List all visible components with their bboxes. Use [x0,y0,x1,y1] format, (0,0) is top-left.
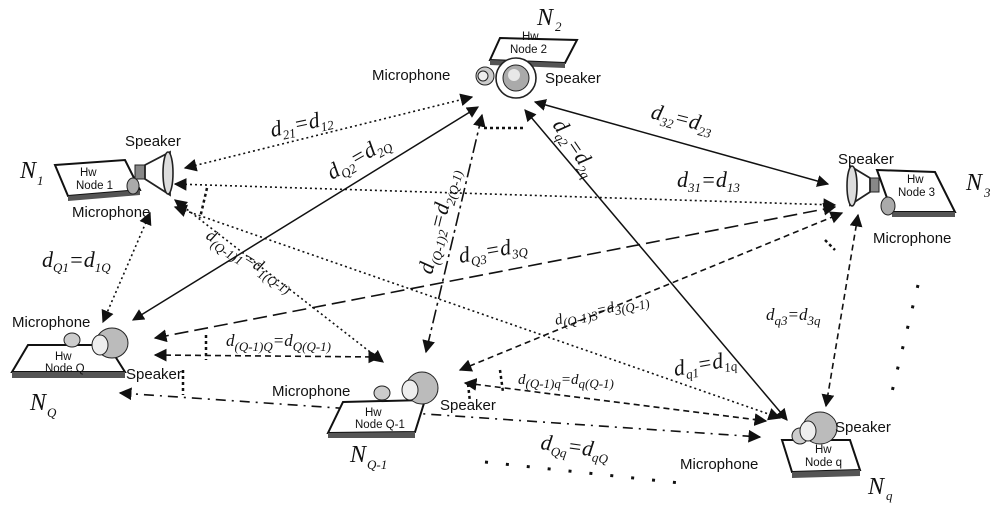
node-title-letter: N [536,5,555,31]
speaker-icon [134,150,174,197]
ellipsis-bottom [484,460,681,485]
speaker-label: Speaker [126,366,182,383]
microphone-label: Microphone [272,383,350,400]
label-dQm1-q: d(Q-1)q=dq(Q-1) [518,372,614,391]
link-nQ-nQ1 [153,348,382,364]
label-dQm1-Q: d(Q-1)Q=dQ(Q-1) [226,331,331,354]
node-title-sub: 3 [983,185,991,200]
node-title-sub: q [886,488,893,503]
microphone-label: Microphone [372,67,450,84]
hw-label: Hw [815,444,832,456]
label-dq2: dq2=d2q [545,114,604,182]
speaker-label: Speaker [545,70,601,87]
microphone-icon [880,196,896,216]
hw-label: Hw [365,407,382,419]
microphone-label: Microphone [680,456,758,473]
hw-board-edge [792,470,860,478]
node-n1: Hw Node 1 Speaker Microphone N 1 [19,133,181,221]
link-nQ-nq [118,387,762,443]
node-title-letter: N [19,158,38,184]
node-title-sub: Q-1 [367,457,387,472]
label-dq3: dq3=d3q [766,305,821,328]
label-dQm1-1: d(Q-1)1=d1(Q-1) [201,225,297,297]
label-dQ3: dQ3=d3Q [457,231,530,271]
connections [101,93,920,485]
label-dQ2: dQ2=d2Q [322,128,396,187]
speaker-label: Speaker [440,397,496,414]
microphone-icon [475,66,495,86]
speaker-label: Speaker [838,151,894,168]
hw-label: Hw [80,167,97,179]
tick-n1 [198,187,209,219]
speaker-label: Speaker [125,133,181,150]
label-d31: d31=d13 [677,167,740,195]
microphone-icon [126,177,140,195]
ellipsis-right [888,284,920,401]
node-title-sub: Q [47,405,57,420]
node-nQ: Hw Node Q Microphone Speaker N Q [10,314,182,420]
speaker-label: Speaker [835,419,891,436]
label-dQm1-3: d(Q-1)3=d3(Q-1) [553,292,651,332]
tick-n3 [824,239,836,251]
microphone-label: Microphone [12,314,90,331]
node-label: Node Q-1 [355,419,405,431]
node-label: Node 3 [898,187,935,199]
node-n3: Hw Node 3 Speaker Microphone N 3 [838,151,991,247]
node-label: Node 2 [510,44,547,56]
microphone-icon [63,332,81,348]
hw-label: Hw [522,31,539,43]
link-n1-nq [173,204,782,421]
microphone-label: Microphone [873,230,951,247]
hw-label: Hw [907,174,924,186]
node-nQ1: Hw Node Q-1 Microphone Speaker N Q-1 [272,371,496,472]
hw-board-edge [892,212,955,217]
link-nQ1-nq [463,378,768,426]
label-dQ1: dQ1=d1Q [42,247,111,275]
speaker-icon [401,371,439,405]
microphone-label: Microphone [72,204,150,221]
node-n2: Hw Node 2 Microphone Speaker N 2 [372,5,601,99]
speaker-icon [846,164,880,207]
link-nQ1-n3 [458,211,844,372]
hw-board-edge [12,372,125,378]
label-dQm1-2: d(Q-1)2=d2(Q-1) [413,166,466,277]
distance-labels: d21=d12 dQ2=d2Q dQ1=d1Q d(Q-1)1=d1(Q-1) … [42,99,821,467]
node-nq: Hw Node q Speaker Microphone N q [680,411,893,503]
microphone-icon [373,385,391,401]
label-d32: d32=d23 [648,99,716,141]
hw-label: Hw [55,351,72,363]
hw-board-edge [328,432,415,438]
node-label: Node Q [45,363,85,375]
speaker-icon [91,327,129,359]
node-title-letter: N [29,390,48,416]
node-title-letter: N [965,170,984,196]
speaker-icon [799,411,838,445]
node-label: Node q [805,457,842,469]
node-title-sub: 2 [555,19,562,34]
node-title-sub: 1 [37,173,44,188]
hw-board-edge [68,190,140,201]
node-title-letter: N [867,474,886,500]
label-dQq: dQq=dqQ [539,429,611,466]
node-title-letter: N [349,442,368,468]
speaker-icon [495,57,537,99]
link-n3-nq [821,213,863,408]
node-label: Node 1 [76,180,113,192]
tick-nQ1-a [498,369,505,393]
